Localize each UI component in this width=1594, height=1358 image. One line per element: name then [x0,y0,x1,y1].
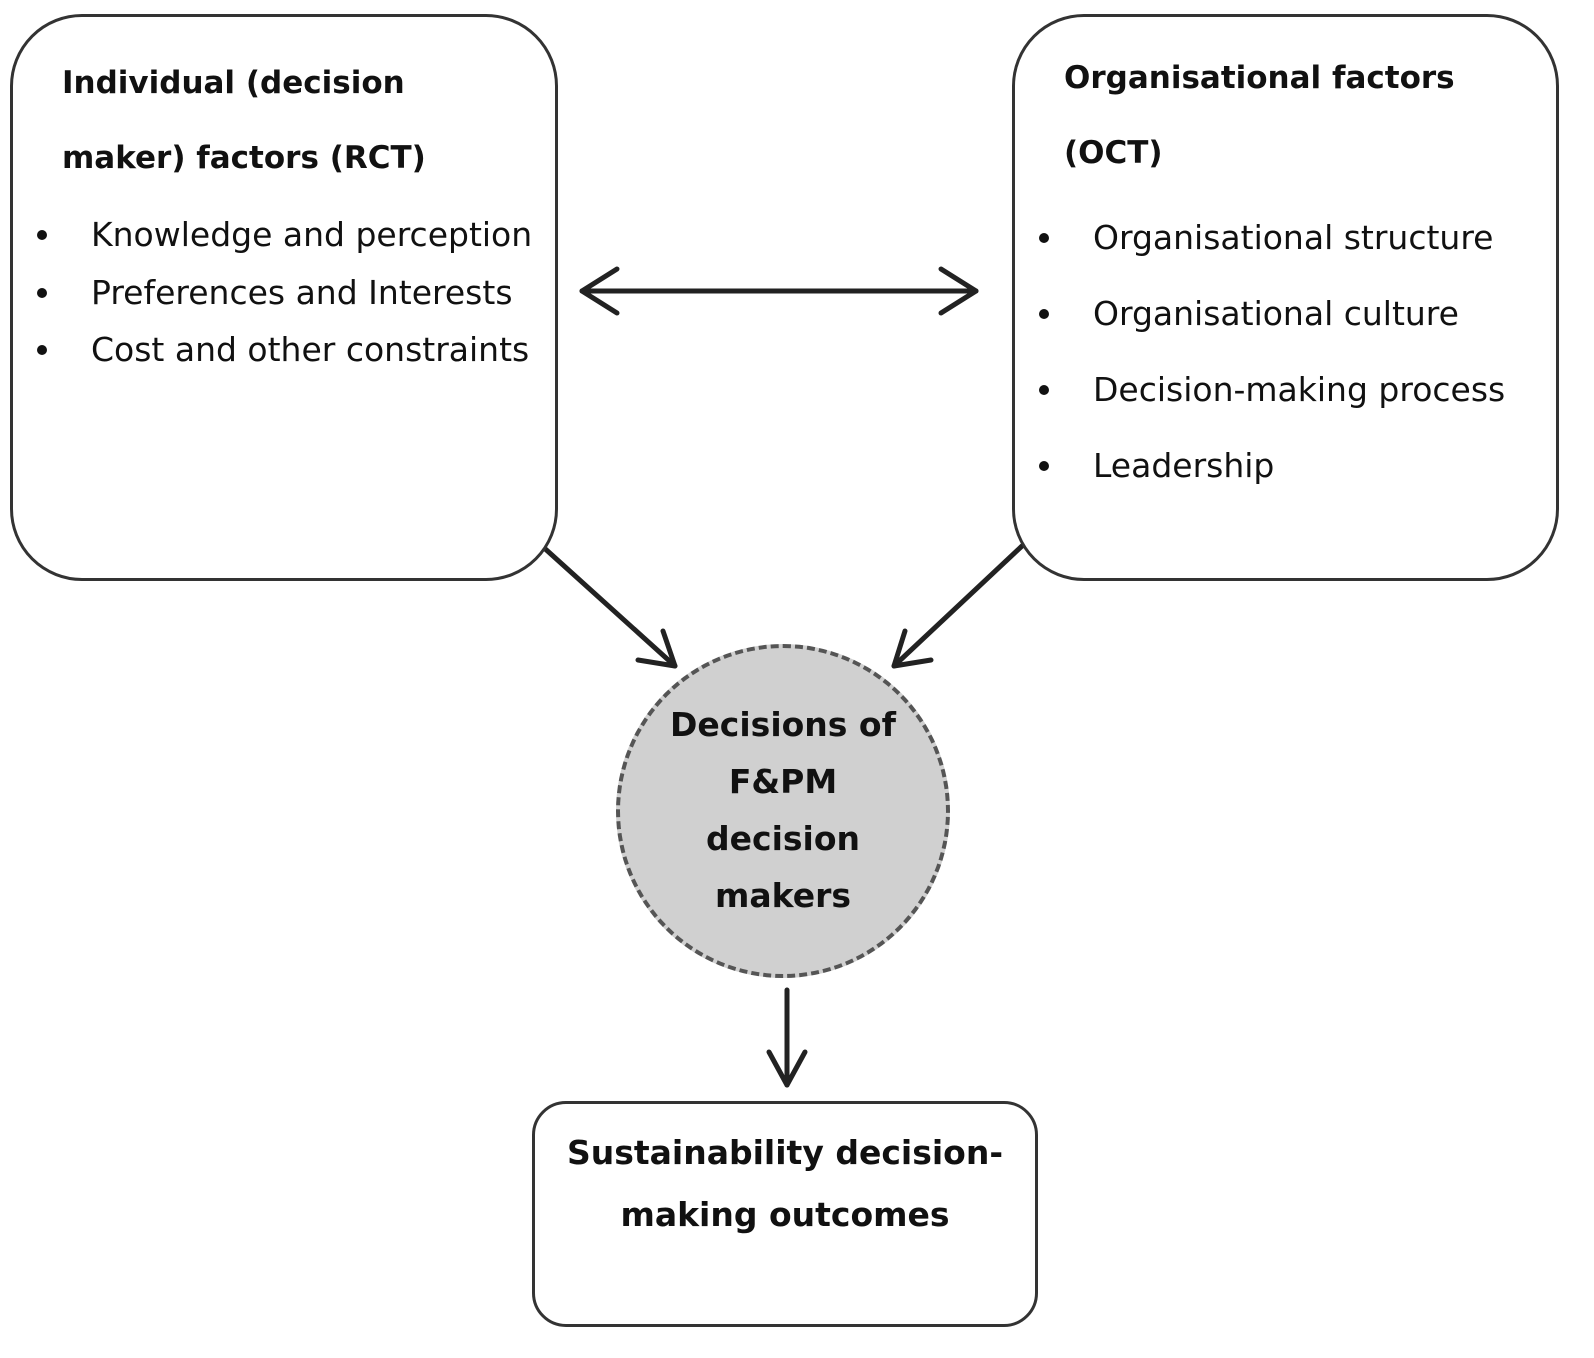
decisions-node-label: Decisions of F&PM decision makers [670,705,896,915]
arrow-organisational-to-decisions [891,543,1025,669]
list-item: Organisational structure [1015,200,1555,276]
organisational-factors-title: Organisational factors (OCT) [1064,60,1455,171]
decisions-node: Decisions of F&PM decision makers [616,644,950,978]
bullet-icon [1039,461,1049,471]
bullet-icon [37,230,47,240]
list-item-label: Preferences and Interests [91,272,513,312]
list-item: Leadership [1015,428,1555,504]
organisational-factors-list: Organisational structure Organisational … [1015,200,1555,504]
bidirectional-arrow-head-right [938,266,979,316]
list-item-label: Cost and other constraints [91,330,530,369]
list-item: Organisational culture [1015,276,1555,352]
list-item-label: Knowledge and perception [91,215,533,254]
bullet-icon [1039,309,1049,319]
list-item: Knowledge and perception [13,206,533,264]
arrow-organisational-to-decisions-head [891,628,934,669]
organisational-factors-box: Organisational factors (OCT) Organisatio… [1012,14,1559,581]
list-item-label: Decision-making process [1093,370,1506,409]
bidirectional-arrow-head-left [579,266,620,316]
list-item-label: Organisational structure [1093,218,1494,257]
list-item-label: Organisational culture [1093,294,1459,333]
list-item: Preferences and Interests [13,264,533,322]
arrow-decisions-to-outcomes-head [766,1049,808,1088]
arrow-individual-to-decisions-head [635,628,678,669]
bullet-icon [37,287,47,298]
list-item: Decision-making process [1015,352,1555,428]
outcomes-label: Sustainability decision-making outcomes [566,1133,1004,1234]
bullet-icon [37,345,47,355]
list-item-label: Leadership [1093,446,1275,485]
bullet-icon [1039,233,1049,243]
individual-factors-title: Individual (decision maker) factors (RCT… [62,65,426,176]
bullet-icon [1039,385,1049,395]
list-item: Cost and other constraints [13,321,533,379]
outcomes-box: Sustainability decision-making outcomes [532,1101,1038,1327]
individual-factors-box: Individual (decision maker) factors (RCT… [10,14,558,581]
individual-factors-list: Knowledge and perception Preferences and… [13,206,533,379]
arrow-individual-to-decisions [539,543,678,669]
